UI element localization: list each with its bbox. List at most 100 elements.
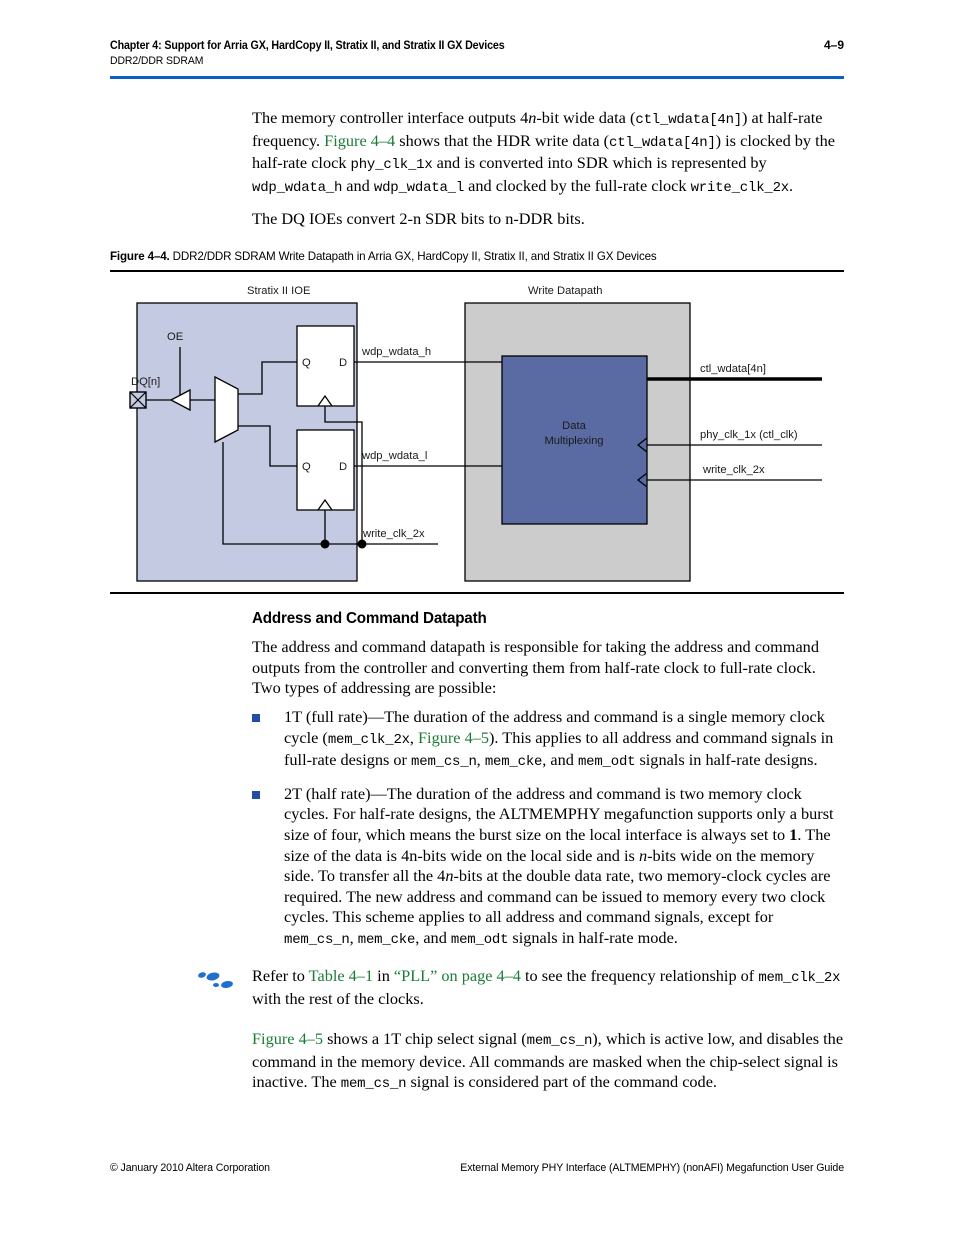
bullet2-seg3: -bits wide on the memory side. To transf… [284, 845, 815, 886]
intro-p1-seg9: . [789, 175, 794, 195]
intro-p1-seg8: and clocked by the full-rate clock [464, 175, 691, 195]
closing-text-block: Figure 4–5 shows a 1T chip select signal… [252, 1029, 844, 1106]
footer-document-title: External Memory PHY Interface (ALTMEMPHY… [460, 1162, 844, 1174]
figure-caption-text: DDR2/DDR SDRAM Write Datapath in Arria G… [172, 250, 657, 263]
mux-to-ff1-wire [238, 361, 297, 395]
ioe-box-title: Stratix II IOE [247, 285, 310, 297]
wdp-wdata-h-label: wdp_wdata_h [361, 346, 431, 358]
intro-p1-italic-n: n [528, 108, 537, 127]
bullet2-seg6: , and [415, 927, 451, 947]
junction-dot-ff1-clk [357, 539, 367, 549]
phy-clk-1x-clock-arrow [636, 437, 648, 453]
footprint-dot-1 [198, 972, 206, 978]
cross-ref-figure-4-5-a[interactable]: Figure 4–5 [418, 727, 489, 747]
code-ctl-wdata-1: ctl_wdata[4n] [635, 112, 743, 128]
bullet1-seg1: 1T (full rate)—The duration of the addre… [284, 707, 825, 747]
page-footer: © January 2010 Altera Corporation Extern… [110, 1162, 844, 1174]
output-mux [214, 375, 239, 444]
wdp-wdata-l-label: wdp_wdata_l [361, 450, 427, 462]
address-command-section: Address and Command Datapath The address… [252, 610, 844, 710]
page-number: 4–9 [823, 38, 844, 52]
header-divider [110, 76, 844, 79]
cross-ref-table-4-1[interactable]: Table 4–1 [308, 966, 374, 985]
bullet1-seg6: signals in half-rate designs. [635, 750, 818, 770]
ctl-wdata-label: ctl_wdata[4n] [700, 363, 766, 375]
code-wdp-wdata-l: wdp_wdata_l [373, 179, 465, 196]
note-block: Refer to Table 4–1 in “PLL” on page 4–4 … [196, 966, 844, 1009]
code-mem-cs-n-3: mem_cs_n [526, 1033, 593, 1049]
bullet2-seg2: . The size of the data is 4n-bits wide o… [284, 824, 831, 865]
bullet2-seg5: , [349, 927, 358, 947]
footer-copyright: © January 2010 Altera Corporation [110, 1162, 270, 1174]
code-phy-clk-1x: phy_clk_1x [350, 157, 433, 174]
code-mem-cs-n-1: mem_cs_n [411, 754, 477, 771]
closing-seg3: signal is considered part of the command… [406, 1072, 717, 1092]
oe-label: OE [167, 331, 183, 343]
data-multiplexing-label-line1: Data [562, 420, 586, 432]
closing-seg2: ), which is active low, and disables the… [252, 1029, 844, 1092]
page-header: Chapter 4: Support for Arria GX, HardCop… [110, 38, 844, 67]
list-item: 2T (half rate)—The duration of the addre… [252, 784, 844, 951]
intro-p1-seg7: and [342, 175, 374, 195]
dq-label: DQ[n] [131, 376, 160, 388]
mux-to-ff2-wire [238, 425, 297, 467]
intro-paragraph-2: The DQ IOEs convert 2-n SDR bits to n-DD… [252, 209, 585, 229]
closing-paragraph: Figure 4–5 shows a 1T chip select signal… [252, 1029, 844, 1095]
addressing-types-list: 1T (full rate)—The duration of the addre… [252, 707, 844, 962]
datapath-box-title: Write Datapath [528, 285, 602, 297]
bullet2-bold-one: 1 [789, 824, 798, 844]
footprint-dot-3 [213, 983, 219, 987]
bullet1-seg3: ). This applies to all address and comma… [284, 727, 834, 770]
write-clk-2x-right-label: write_clk_2x [702, 464, 765, 476]
code-mem-cs-n-2: mem_cs_n [284, 931, 350, 948]
code-mem-odt-1: mem_odt [577, 754, 636, 771]
bullet-square-icon [252, 714, 260, 722]
output-register-low [296, 429, 355, 511]
ff1-d-label: D [339, 357, 347, 369]
dq-pad-x2 [129, 391, 147, 409]
note-seg4: with the rest of the clocks. [252, 988, 424, 1008]
section-intro-paragraph: The address and command datapath is resp… [252, 637, 819, 698]
section-heading: Address and Command Datapath [252, 610, 487, 627]
note-seg2: in [373, 966, 394, 985]
phy-clk-1x-label: phy_clk_1x (ctl_clk) [700, 429, 798, 441]
write-datapath-schematic: Stratix II IOE Write Datapath Data Multi… [129, 285, 822, 582]
code-mem-clk-2x-2: mem_clk_2x [758, 970, 841, 986]
ff1-clock-triangle [317, 394, 333, 407]
figure-top-divider [110, 270, 844, 272]
data-multiplexing-block [501, 355, 648, 525]
code-mem-cke-2: mem_cke [357, 931, 416, 948]
footprint-icon-svg [198, 972, 233, 989]
mux-select-wire [222, 442, 292, 545]
intro-paragraph-1: The memory controller interface outputs … [252, 108, 844, 198]
intro-p1-seg6: and is converted into SDR which is repre… [432, 153, 767, 173]
figure-bottom-divider [110, 592, 844, 594]
chapter-title: Chapter 4: Support for Arria GX, HardCop… [110, 40, 505, 52]
ff2-clock-triangle [317, 498, 333, 511]
write-clk-2x-left-label: write_clk_2x [362, 528, 425, 540]
code-mem-cke-1: mem_cke [484, 754, 543, 771]
ff1-clock-wire [324, 406, 363, 544]
cross-ref-pll-page-4-4[interactable]: “PLL” on page 4–4 [393, 966, 521, 985]
bullet2-italic-n1: n [638, 845, 648, 865]
write-clk-2x-clock-arrow [636, 472, 648, 488]
bullet2-seg7: signals in half-rate mode. [508, 927, 678, 947]
header-subtitle: DDR2/DDR SDRAM [110, 55, 204, 67]
intro-p1-seg2: -bit wide data ( [536, 108, 636, 127]
bullet2-italic-n2: n [445, 866, 454, 886]
code-write-clk-2x: write_clk_2x [690, 179, 790, 196]
bullet1-seg2: , [409, 727, 418, 747]
figure-label: Figure 4–4. [110, 250, 170, 263]
note-footprint-icon [196, 970, 238, 992]
bullet2-seg1: 2T (half rate)—The duration of the addre… [284, 783, 834, 844]
ff1-q-label: Q [302, 357, 311, 369]
bullet1-seg5: , and [542, 750, 578, 770]
intro-p1-seg5: ) is clocked by the half-rate clock [252, 130, 836, 173]
cross-ref-figure-4-4[interactable]: Figure 4–4 [324, 130, 396, 150]
cross-ref-figure-4-5-b[interactable]: Figure 4–5 [252, 1029, 323, 1048]
figure-caption: Figure 4–4. DDR2/DDR SDRAM Write Datapat… [110, 250, 844, 263]
note-seg3: to see the frequency relationship of [520, 966, 759, 985]
intro-p1-seg1: The memory controller interface outputs … [252, 108, 529, 127]
closing-seg1: shows a 1T chip select signal ( [323, 1029, 527, 1048]
